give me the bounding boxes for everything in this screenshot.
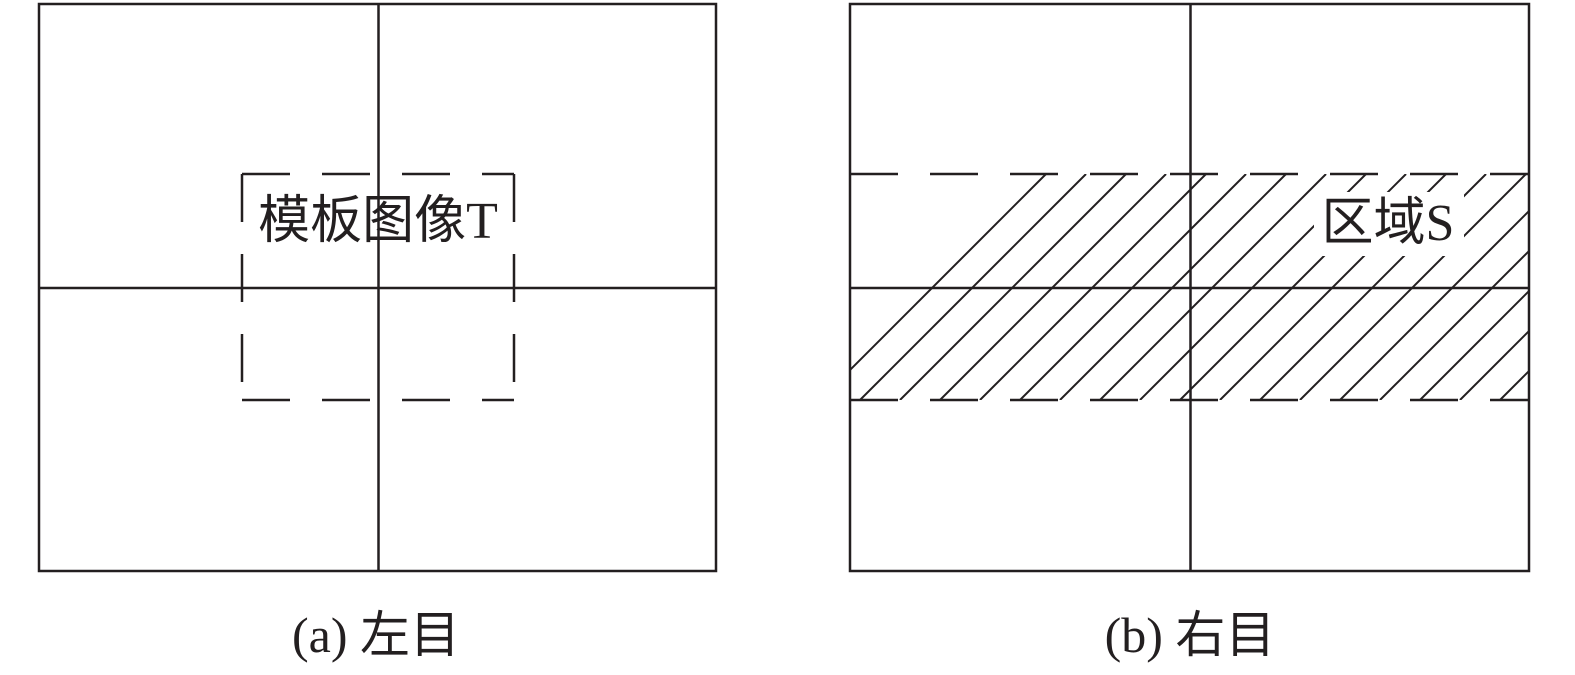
hatch-line [1419, 289, 1529, 400]
template-image-box [240, 172, 516, 402]
left-panel-caption: (a) 左目 [292, 607, 460, 663]
hatch-line [1459, 329, 1529, 400]
right-eye-panel: 区域S (b) 右目 [848, 2, 1575, 663]
template-image-label: 模板图像T [258, 193, 498, 250]
search-region-label: 区域S [1322, 195, 1455, 252]
left-eye-panel: 模板图像T (a) 左目 [37, 2, 718, 663]
hatch-line [1540, 174, 1575, 400]
right-panel-caption: (b) 右目 [1105, 607, 1276, 663]
search-region-label-background [1314, 192, 1464, 256]
